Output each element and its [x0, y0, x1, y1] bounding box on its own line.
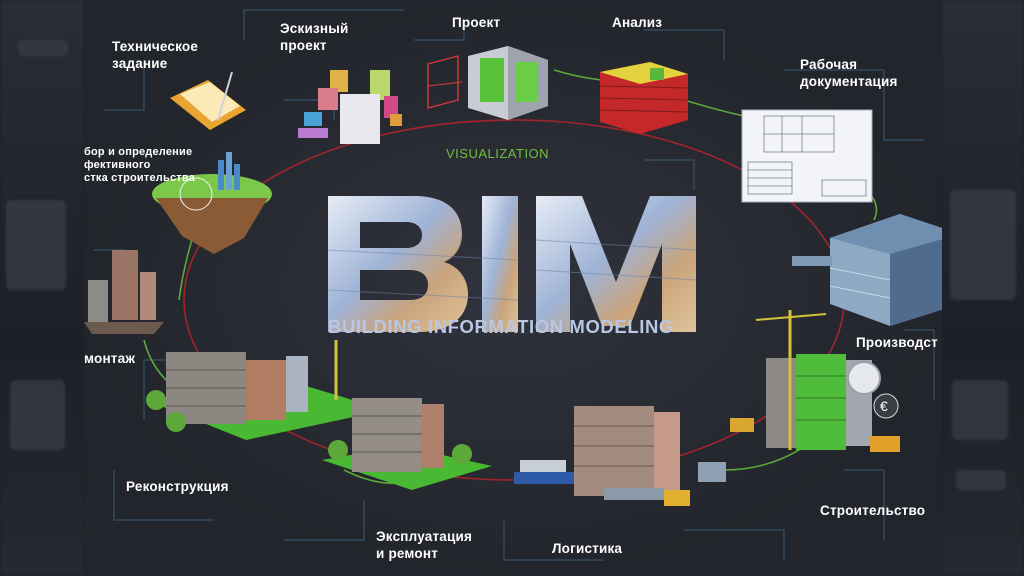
visualization-label: VISUALIZATION	[446, 146, 550, 161]
stage-label-site-selection: бор и определение фективного стка строит…	[84, 146, 195, 184]
svg-text:€: €	[880, 398, 888, 414]
working-docs-illustration	[741, 109, 873, 203]
stage-label-dismantling: монтаж	[84, 351, 136, 366]
blurred-right-margin	[942, 0, 1024, 576]
stage-label-sketch: Эскизный проект	[280, 21, 349, 53]
logistics-illustration	[514, 406, 726, 506]
reconstruction-illustration	[146, 340, 386, 440]
stage-label-operation: Эксплуатация и ремонт	[376, 529, 473, 561]
stage-label-production: Производст	[856, 335, 938, 350]
sketch-project-illustration	[298, 70, 402, 144]
stage-label-working-docs: Рабочая документация	[800, 57, 898, 89]
diagram-background: €	[84, 0, 942, 576]
operation-illustration	[322, 398, 492, 490]
circuit-lines	[94, 9, 935, 561]
bim-diagram: € BUILDING INFORMATION MODELING VISUALIZ…	[84, 0, 942, 576]
project-illustration	[427, 46, 548, 120]
stage-label-technical-task: Техническое задание	[112, 39, 199, 71]
site-selection-illustration	[152, 152, 272, 254]
stage-label-analysis: Анализ	[612, 15, 663, 30]
analysis-illustration	[599, 62, 689, 134]
stage-label-logistics: Логистика	[552, 541, 623, 556]
stage-label-reconstruction: Реконструкция	[126, 479, 229, 494]
dismantling-illustration	[84, 250, 164, 334]
stage-label-project: Проект	[452, 15, 501, 30]
bim-logo-letters	[327, 196, 697, 332]
construction-illustration: €	[730, 310, 900, 452]
blurred-left-margin	[0, 0, 84, 576]
production-illustration	[792, 214, 942, 326]
technical-task-illustration	[170, 71, 246, 130]
stage-label-construction: Строительство	[820, 503, 926, 518]
bim-subtitle: BUILDING INFORMATION MODELING	[328, 316, 674, 337]
